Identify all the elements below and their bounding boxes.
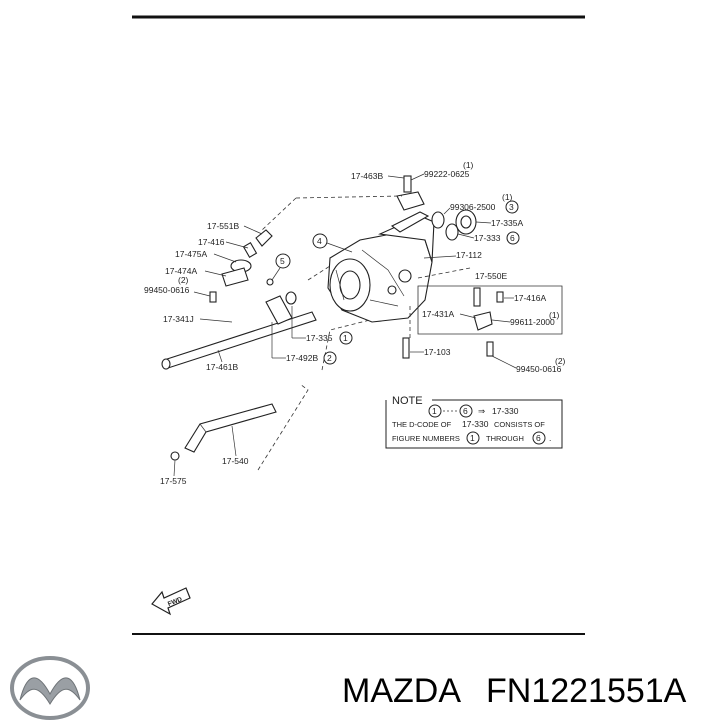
svg-text:99222-0625: 99222-0625: [424, 169, 470, 179]
callout-c8: 17-475A: [175, 249, 237, 263]
callout-c9: 17-474A: [165, 266, 227, 277]
svg-text:17-551B: 17-551B: [207, 221, 239, 231]
callout-c23: 17-575: [160, 459, 187, 486]
svg-text:17-492B: 17-492B: [286, 353, 318, 363]
breather-part: [396, 175, 425, 211]
svg-text:1: 1: [470, 433, 475, 443]
bushing-parts: [265, 291, 297, 325]
svg-text:THROUGH: THROUGH: [486, 434, 524, 443]
linkage-parts: [473, 287, 504, 357]
callout-c15: (1) 99611-2000: [491, 310, 560, 327]
svg-text:17-474A: 17-474A: [165, 266, 197, 276]
stud-part: [402, 337, 410, 359]
svg-text:17-575: 17-575: [160, 476, 187, 486]
svg-text:(1): (1): [549, 310, 560, 320]
svg-text:6: 6: [510, 233, 515, 243]
svg-text:17-333: 17-333: [474, 233, 501, 243]
transmission-case: [327, 211, 435, 323]
callout-c11: 17-112: [423, 250, 482, 260]
svg-text:⇒: ⇒: [478, 406, 486, 416]
callout-c2: (1) 99222-0625: [410, 160, 474, 181]
callout-c13: 17-416A: [504, 293, 546, 303]
ref-5-callout: 5: [271, 253, 291, 281]
svg-text:17-335: 17-335: [306, 333, 333, 343]
note-box: NOTE 1 6 ⇒ 17-330 THE D-CODE OF 17-330 C…: [385, 395, 563, 449]
callout-c3: (1) 99306-2500 3: [443, 192, 519, 215]
svg-text:(1): (1): [463, 160, 474, 170]
svg-text:17-335A: 17-335A: [491, 218, 523, 228]
svg-text:6: 6: [536, 433, 541, 443]
ref-4-callout: 4: [312, 233, 353, 253]
callout-c4: 17-335A: [475, 218, 523, 228]
svg-text:17-416: 17-416: [198, 237, 225, 247]
callout-c7: 17-416: [198, 237, 249, 249]
shift-lever: [170, 403, 277, 461]
svg-text:17-461B: 17-461B: [206, 362, 238, 372]
svg-text:6: 6: [463, 406, 468, 416]
seal-parts: [431, 209, 477, 241]
svg-text:4: 4: [317, 236, 322, 246]
svg-text:17-103: 17-103: [424, 347, 451, 357]
svg-text:(1): (1): [502, 192, 513, 202]
callout-c18: 17-492B 2: [271, 322, 337, 365]
mazda-logo-icon: [10, 656, 90, 720]
svg-text:17-416A: 17-416A: [514, 293, 546, 303]
callout-c17: 17-335 1: [291, 306, 353, 345]
callout-c10: (2) 99450-0616: [144, 275, 211, 297]
svg-text:5: 5: [280, 256, 285, 266]
svg-text:.: .: [549, 433, 551, 443]
callout-c14: 17-431A: [422, 309, 477, 319]
svg-text:17-341J: 17-341J: [163, 314, 194, 324]
svg-text:17-540: 17-540: [222, 456, 249, 466]
callout-c5: 17-333 6: [457, 231, 520, 245]
svg-text:CONSISTS OF: CONSISTS OF: [494, 420, 545, 429]
svg-text:1: 1: [432, 406, 437, 416]
brand-name: MAZDA: [342, 672, 461, 710]
svg-text:17-431A: 17-431A: [422, 309, 454, 319]
callout-c16: 17-341J: [163, 314, 233, 324]
svg-text:17-463B: 17-463B: [351, 171, 383, 181]
svg-text:17-330: 17-330: [462, 419, 489, 429]
svg-text:(2): (2): [555, 356, 566, 366]
svg-text:99611-2000: 99611-2000: [510, 317, 555, 327]
callout-c19: 17-103: [410, 347, 451, 357]
detent-parts: [209, 229, 274, 303]
svg-text:17-330: 17-330: [492, 406, 519, 416]
svg-text:FIGURE NUMBERS: FIGURE NUMBERS: [392, 434, 460, 443]
svg-text:17-475A: 17-475A: [175, 249, 207, 259]
svg-text:2: 2: [327, 353, 332, 363]
svg-text:(2): (2): [178, 275, 189, 285]
callout-c21: (2) 99450-0616: [491, 355, 566, 374]
callout-c12: 17-550E: [475, 271, 507, 281]
svg-text:17-112: 17-112: [456, 250, 482, 260]
svg-text:17-550E: 17-550E: [475, 271, 507, 281]
callout-c20: 17-461B: [206, 349, 238, 372]
part-number: FN1221551A: [486, 672, 687, 710]
shift-rod: [161, 311, 317, 370]
linkage-inset-box: [417, 285, 563, 335]
svg-text:99450-0616: 99450-0616: [516, 364, 562, 374]
forward-arrow-icon: FWD: [151, 587, 191, 616]
callout-c6: 17-551B: [207, 221, 263, 235]
callout-c1: 17-463B: [351, 171, 405, 181]
svg-text:99306-2500: 99306-2500: [450, 202, 496, 212]
note-title: NOTE: [392, 395, 423, 407]
svg-text:99450-0616: 99450-0616: [144, 285, 190, 295]
svg-text:3: 3: [509, 202, 514, 212]
svg-text:1: 1: [343, 333, 348, 343]
callout-c22: 17-540: [222, 425, 249, 466]
svg-text:THE D-CODE OF: THE D-CODE OF: [392, 420, 452, 429]
